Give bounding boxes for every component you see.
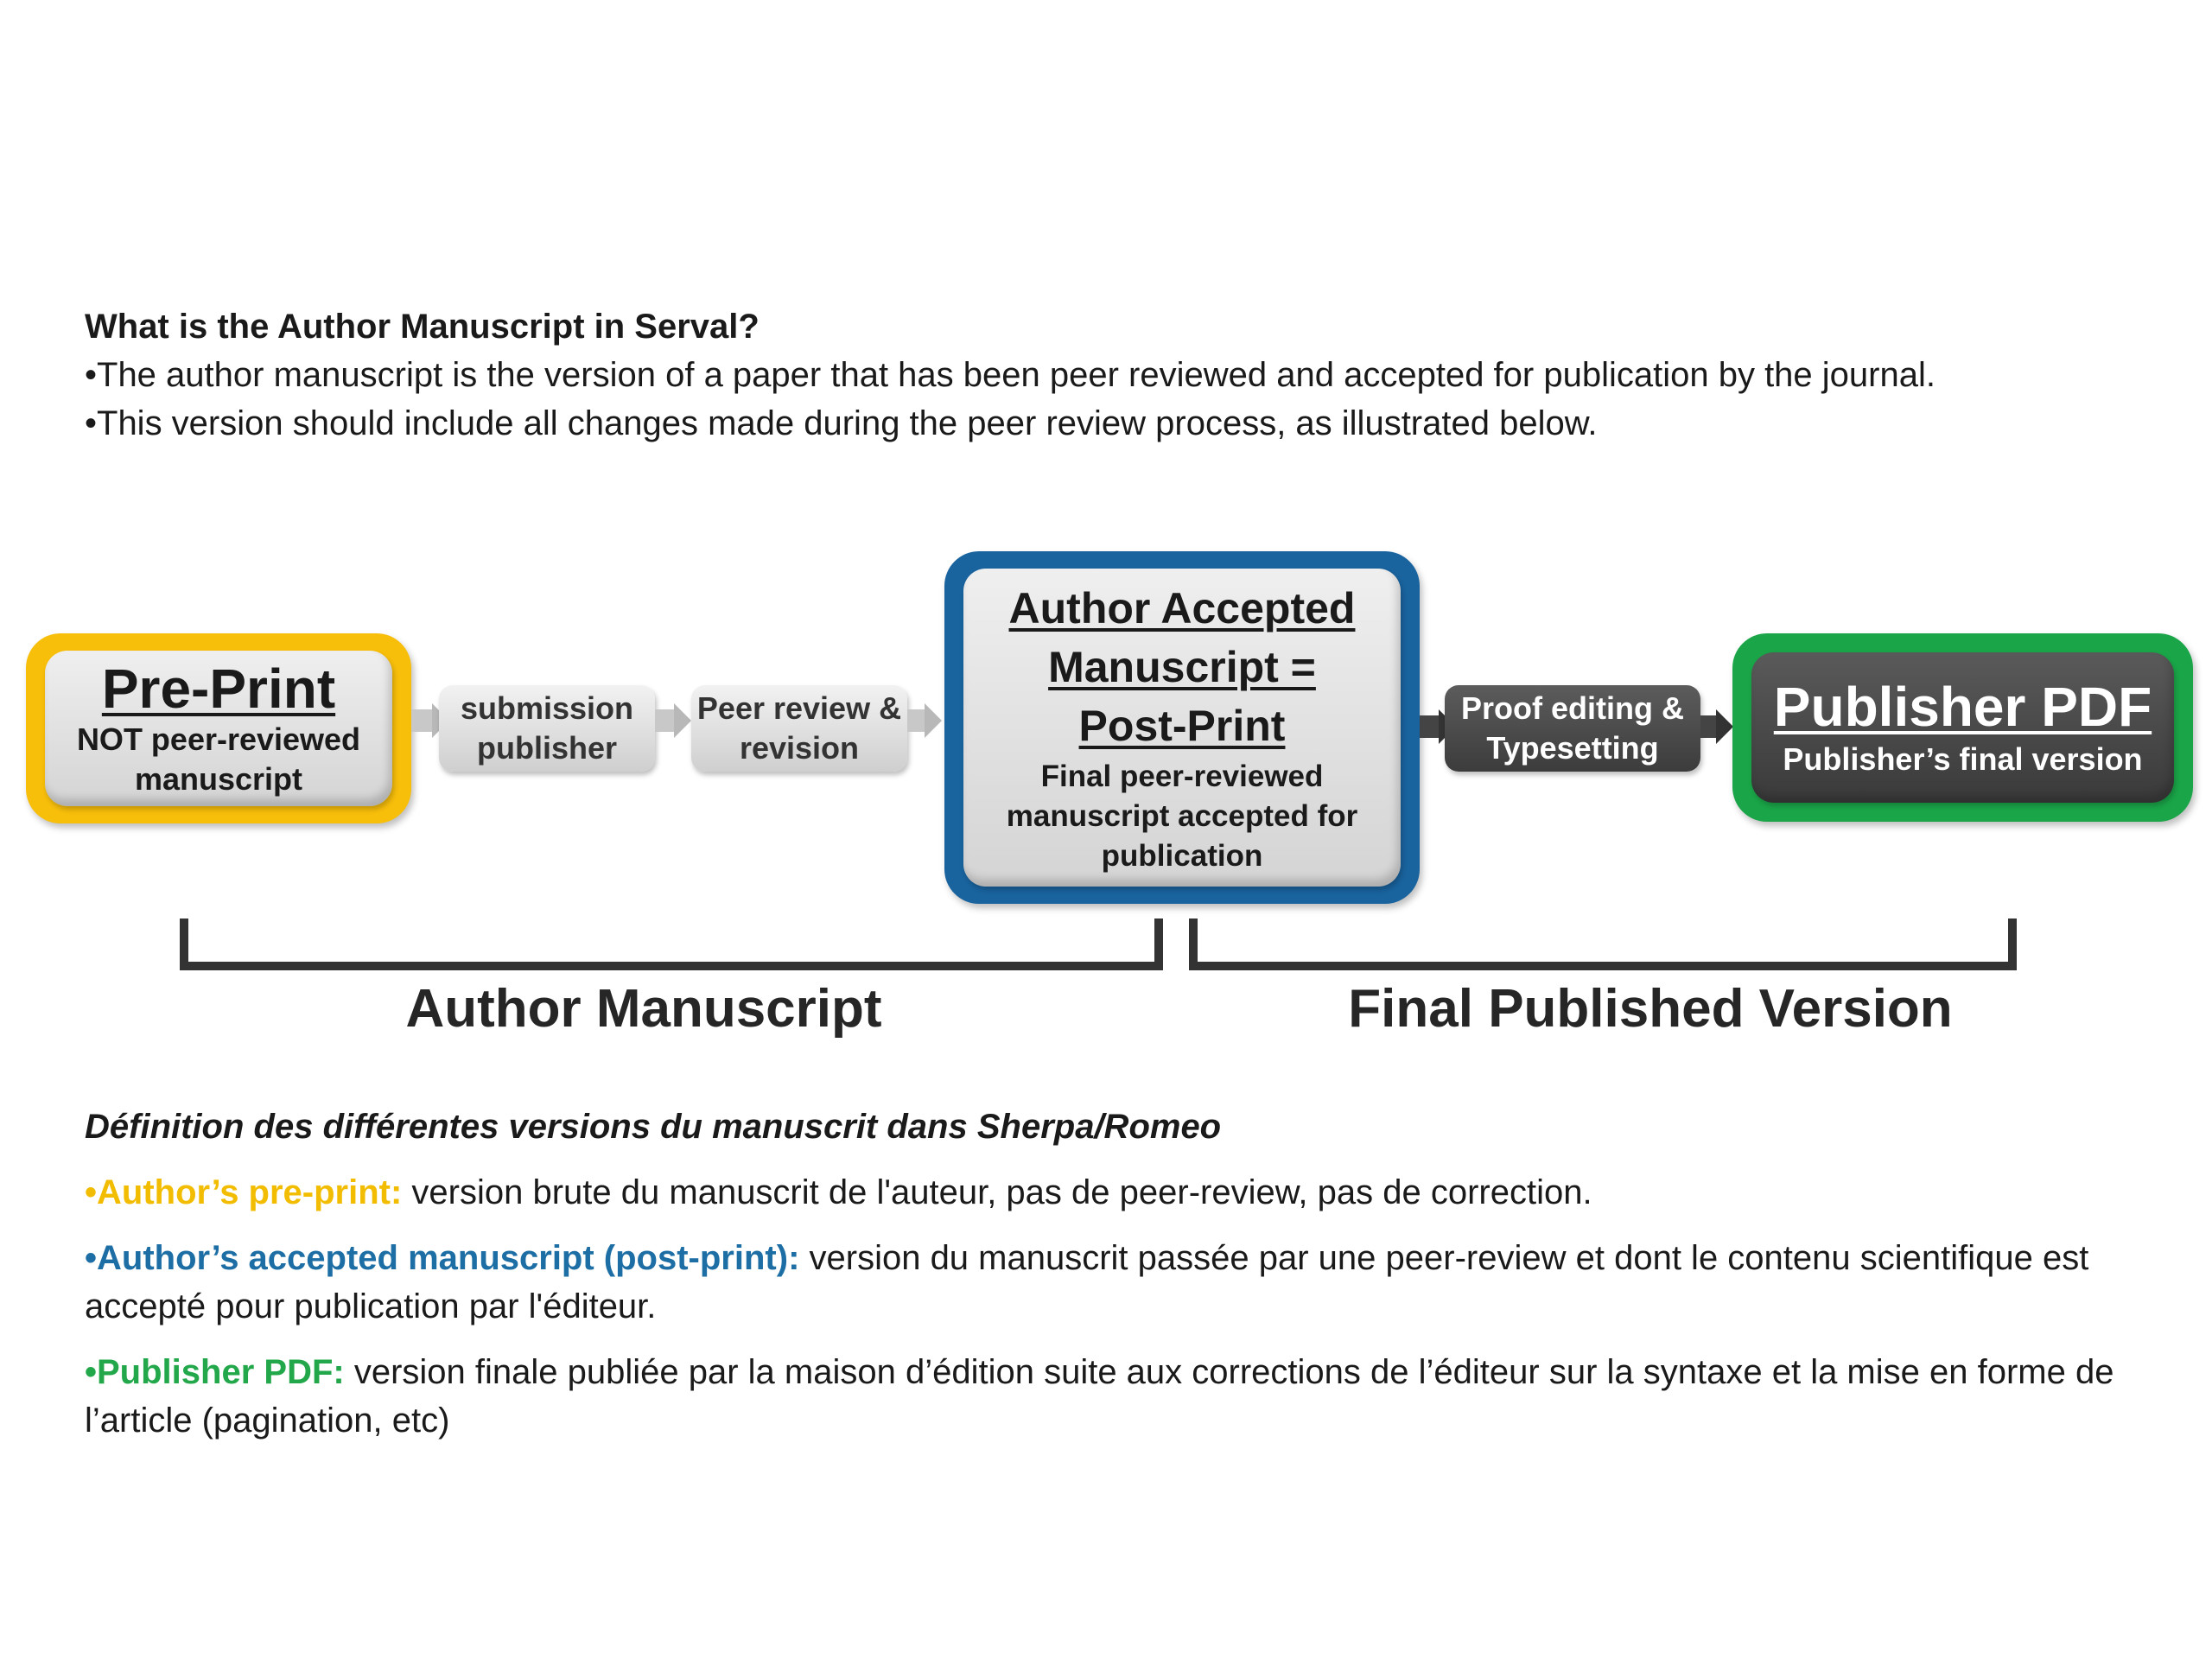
- arrow-right-icon: [1420, 715, 1442, 738]
- arrow-head-icon: [674, 703, 691, 738]
- intro-section: What is the Author Manuscript in Serval?…: [85, 302, 2158, 448]
- definition-item: •Author’s accepted manuscript (post-prin…: [85, 1234, 2158, 1331]
- intro-title: What is the Author Manuscript in Serval?: [85, 308, 760, 346]
- bracket-label-author-manuscript: Author Manuscript: [405, 979, 882, 1039]
- definition-label: •Author’s accepted manuscript (post-prin…: [85, 1239, 800, 1277]
- arrow-right-icon: [411, 709, 435, 732]
- aam-title-line: Manuscript =: [1048, 643, 1316, 691]
- definition-item: •Author’s pre-print: version brute du ma…: [85, 1168, 2158, 1217]
- author-accepted-manuscript-box: Author Accepted Manuscript = Post-Print …: [944, 551, 1420, 904]
- preprint-box: Pre-Print NOT peer-reviewed manuscript: [26, 633, 411, 823]
- bracket-author-manuscript: [180, 918, 1163, 970]
- publisher-pdf-subtitle: Publisher’s final version: [1783, 741, 2143, 777]
- preprint-title: Pre-Print: [101, 658, 336, 720]
- definition-item: •Publisher PDF: version finale publiée p…: [85, 1348, 2158, 1445]
- definitions-section: Définition des différentes versions du m…: [85, 1103, 2158, 1462]
- publisher-pdf-box: Publisher PDF Publisher’s final version: [1732, 633, 2193, 822]
- intro-bullet: •The author manuscript is the version of…: [85, 356, 1936, 394]
- step-peer-review: Peer review & revision: [691, 685, 907, 772]
- definition-text: version finale publiée par la maison d’é…: [85, 1353, 2114, 1440]
- step-submission: submission publisher: [439, 685, 655, 772]
- definition-text: version brute du manuscrit de l'auteur, …: [402, 1173, 1592, 1211]
- preprint-subtitle: NOT peer-reviewed manuscript: [76, 721, 361, 797]
- definitions-title: Définition des différentes versions du m…: [85, 1108, 1222, 1146]
- aam-title-line: Author Accepted: [1008, 584, 1356, 632]
- arrow-head-icon: [925, 703, 942, 738]
- aam-subtitle: Final peer-reviewed manuscript accepted …: [1006, 760, 1358, 873]
- step-proof-editing: Proof editing & Typesetting: [1445, 685, 1700, 772]
- aam-title-line: Post-Print: [1078, 702, 1286, 750]
- bracket-label-final-published: Final Published Version: [1348, 979, 1953, 1039]
- arrow-right-icon: [1700, 715, 1719, 738]
- arrow-head-icon: [1716, 709, 1733, 744]
- intro-bullet: •This version should include all changes…: [85, 404, 1598, 442]
- definition-label: •Publisher PDF:: [85, 1353, 345, 1391]
- arrow-right-icon: [655, 709, 677, 732]
- definition-label: •Author’s pre-print:: [85, 1173, 403, 1211]
- publisher-pdf-title: Publisher PDF: [1773, 676, 2152, 738]
- definition-text: version du manuscrit passée par une peer…: [85, 1239, 2089, 1325]
- bracket-final-published: [1189, 918, 2017, 970]
